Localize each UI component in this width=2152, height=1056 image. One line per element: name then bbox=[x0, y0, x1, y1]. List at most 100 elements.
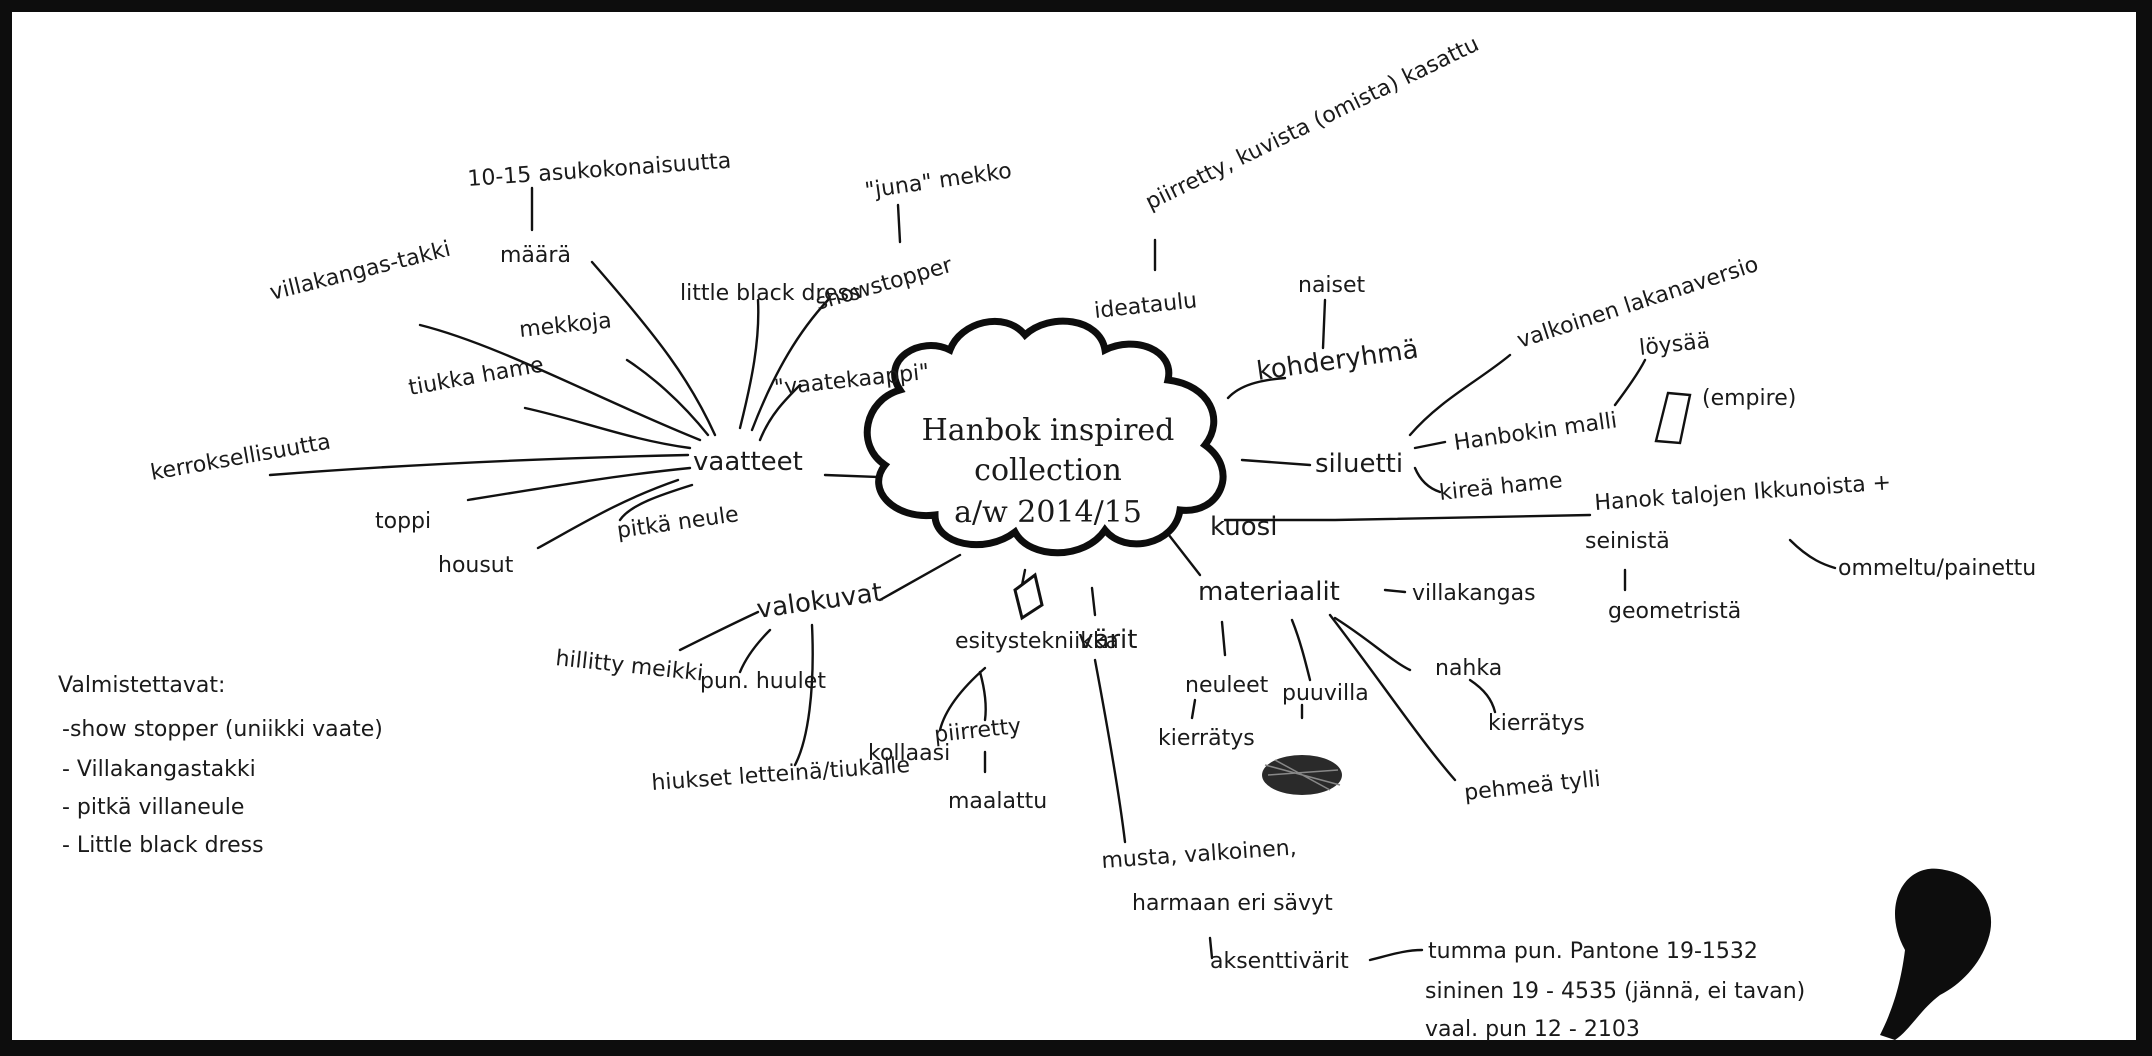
edge-kirea-hame bbox=[1413, 466, 1442, 494]
branch-siluetti: siluetti bbox=[1315, 449, 1403, 479]
maara-detail: 10-15 asukokonaisuutta bbox=[467, 149, 732, 192]
edge-neuleet bbox=[1220, 620, 1227, 657]
branch-varit: värit bbox=[1078, 625, 1137, 655]
edge-kerroksellisuutta bbox=[268, 453, 690, 477]
edge-toppi bbox=[466, 466, 692, 502]
mat-kierratys-2: kierrätys bbox=[1488, 711, 1585, 736]
valmistettavat-title: Valmistettavat: bbox=[58, 673, 225, 698]
kuosi-geometrista: geometristä bbox=[1608, 599, 1741, 624]
edge-lbd bbox=[738, 298, 760, 430]
mat-pehmea-tylli: pehmeä tylli bbox=[1463, 767, 1602, 806]
kuosi-ommeltu: ommeltu/painettu bbox=[1838, 556, 2036, 581]
branch-ideataulu: ideataulu bbox=[1093, 288, 1198, 324]
valmistettavat-item-4: - Little black dress bbox=[62, 833, 264, 858]
center-title-line-3: a/w 2014/15 bbox=[954, 495, 1142, 530]
valmistettavat-item-2: - Villakangastakki bbox=[62, 757, 256, 782]
mat-puuvilla: puuvilla bbox=[1282, 681, 1369, 706]
connector-lines bbox=[268, 186, 1837, 962]
edge-varit-main bbox=[1093, 658, 1127, 844]
node-villakangastakki: villakangas-takki bbox=[267, 237, 453, 306]
diamond-icon bbox=[1013, 572, 1044, 621]
mat-villakangas: villakangas bbox=[1412, 581, 1536, 606]
ideataulu-detail: piirretty, kuvista (omista) kasattu bbox=[1142, 32, 1483, 216]
edge-nahka bbox=[1333, 616, 1412, 672]
valmistettavat-item-3: - pitkä villaneule bbox=[62, 795, 244, 820]
varit-aksentti: aksenttivärit bbox=[1210, 949, 1349, 974]
mat-kierratys-1: kierrätys bbox=[1158, 726, 1255, 751]
siluetti-loysaa: löysää bbox=[1638, 329, 1711, 361]
center-cloud: Hanbok inspired collection a/w 2014/15 bbox=[863, 317, 1227, 621]
center-title-line-2: collection bbox=[974, 453, 1122, 488]
varit-main: musta, valkoinen, bbox=[1101, 835, 1298, 874]
node-kerroksellisuutta: kerroksellisuutta bbox=[149, 430, 333, 486]
valokuvat-hillitty: hillitty meikki bbox=[554, 646, 704, 686]
edge-mekkoja bbox=[625, 358, 710, 437]
kuosi-hanok: Hanok talojen Ikkunoista + bbox=[1594, 470, 1892, 516]
node-housut: housut bbox=[438, 553, 514, 578]
varit-main-2: harmaan eri sävyt bbox=[1132, 891, 1333, 916]
edge-pitka-neule bbox=[618, 483, 694, 522]
edge-pun-huulet bbox=[738, 628, 772, 674]
mat-nahka: nahka bbox=[1435, 656, 1502, 681]
edge-kierratys2 bbox=[1468, 678, 1497, 714]
edge-hillitty bbox=[678, 610, 760, 652]
node-tiukka-hame: tiukka hame bbox=[407, 353, 546, 401]
edge-aksentti bbox=[1208, 936, 1214, 960]
branch-valokuvat: valokuvat bbox=[755, 578, 885, 625]
edge-villakangas bbox=[1383, 588, 1407, 594]
edge-hiukset bbox=[793, 623, 814, 767]
edge-hanbokin-malli bbox=[1413, 440, 1447, 450]
edge-center-kuosi bbox=[1223, 513, 1592, 522]
branch-materiaalit: materiaalit bbox=[1198, 577, 1340, 607]
edge-housut bbox=[536, 478, 680, 550]
edge-kierratys1 bbox=[1190, 698, 1197, 720]
branch-kuosi: kuosi bbox=[1210, 512, 1277, 542]
branch-kohderyhma: kohderyhmä bbox=[1255, 335, 1420, 387]
node-maara: määrä bbox=[500, 243, 571, 268]
edge-center-kohderyhma bbox=[1226, 376, 1287, 400]
branch-vaatteet: vaatteet bbox=[693, 447, 803, 477]
edge-showstopper bbox=[750, 298, 830, 432]
node-toppi: toppi bbox=[375, 509, 431, 534]
edge-center-valokuvat bbox=[878, 553, 962, 602]
edge-maara bbox=[590, 260, 717, 437]
edge-valkoinen bbox=[1408, 353, 1512, 437]
edge-showstopper-detail bbox=[896, 203, 902, 244]
edge-center-varit bbox=[1090, 586, 1097, 617]
siluetti-empire: (empire) bbox=[1702, 386, 1796, 411]
varit-color-2: sininen 19 - 4535 (jännä, ei tavan) bbox=[1425, 979, 1805, 1004]
edge-puuvilla bbox=[1290, 618, 1312, 682]
edge-center-siluetti bbox=[1240, 458, 1312, 467]
center-title-line-1: Hanbok inspired bbox=[922, 413, 1175, 448]
siluetti-hanbokin-malli: Hanbokin malli bbox=[1452, 408, 1618, 456]
edge-kollaasi bbox=[938, 666, 987, 732]
edge-pehmea-tylli bbox=[1328, 613, 1457, 782]
valmistettavat-note: Valmistettavat: -show stopper (uniikki v… bbox=[58, 673, 383, 858]
edge-vaatekaappi bbox=[758, 383, 802, 442]
edge-piirretty bbox=[978, 670, 987, 722]
edge-tiukka-hame bbox=[523, 406, 692, 450]
varit-color-3: vaal. pun 12 - 2103 bbox=[1425, 1017, 1640, 1042]
siluetti-kirea-hame: kireä hame bbox=[1438, 468, 1564, 506]
showstopper-detail: "juna" mekko bbox=[863, 159, 1013, 204]
edge-loysaa bbox=[1613, 358, 1647, 407]
esitys-kollaasi: kollaasi bbox=[868, 741, 950, 766]
valmistettavat-item-1: -show stopper (uniikki vaate) bbox=[62, 717, 383, 742]
mat-neuleet: neuleet bbox=[1185, 673, 1269, 698]
varit-color-1: tumma pun. Pantone 19-1532 bbox=[1428, 939, 1758, 964]
edge-kohderyhma-detail bbox=[1321, 298, 1327, 350]
esitys-maalattu: maalattu bbox=[948, 789, 1047, 814]
empire-silhouette-icon bbox=[1654, 391, 1692, 445]
branch-esitystekniikka: esitystekniikka bbox=[955, 629, 1119, 654]
edge-center-materiaalit bbox=[1163, 528, 1202, 577]
kohderyhma-detail: naiset bbox=[1298, 273, 1366, 298]
edge-villakangastakki bbox=[418, 323, 702, 442]
ink-blot-drawing bbox=[1880, 868, 1992, 1040]
valokuvat-pun-huulet: pun. huulet bbox=[700, 669, 826, 694]
node-mekkoja: mekkoja bbox=[518, 308, 613, 343]
node-lbd: little black dress bbox=[680, 281, 861, 306]
edge-ommeltu bbox=[1788, 538, 1837, 570]
edge-aksentti-colors bbox=[1368, 948, 1424, 962]
puuvilla-swatch bbox=[1262, 755, 1342, 795]
